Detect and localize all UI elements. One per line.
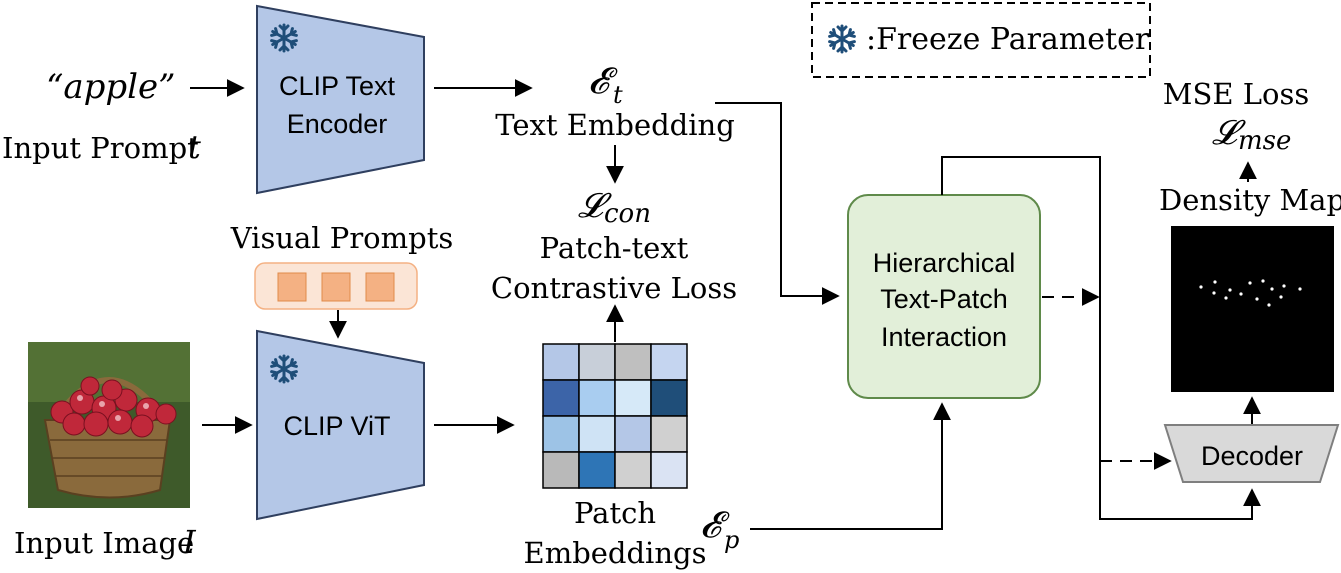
patch-cell xyxy=(578,415,616,453)
patch-cell xyxy=(650,343,688,381)
patch-cell xyxy=(614,451,652,489)
patch-grid xyxy=(542,343,688,489)
arrow-patch-to-interaction xyxy=(750,402,951,530)
patch-cell xyxy=(614,343,652,381)
legend-label: :Freeze Parameter xyxy=(866,22,1150,57)
patch-line2: Embeddings xyxy=(524,536,707,570)
vit-label: CLIP ViT xyxy=(283,411,390,441)
patch-cell xyxy=(650,415,688,453)
encoder-line1: CLIP Text xyxy=(279,71,396,101)
visual-prompt-token xyxy=(365,272,395,302)
patch-cell xyxy=(614,415,652,453)
patch-sub: p xyxy=(724,526,739,554)
patch-cell xyxy=(542,343,580,381)
patch-cell xyxy=(650,451,688,489)
arrow-text-to-interaction xyxy=(715,102,840,305)
density-label: Density Map xyxy=(1159,183,1341,217)
patch-cell xyxy=(542,451,580,489)
patch-cell xyxy=(542,379,580,417)
input-image-symbol: I xyxy=(182,523,197,561)
text-embedding-label: Text Embedding xyxy=(495,108,735,142)
clip-text-encoder: CLIP Text Encoder xyxy=(256,4,425,195)
patch-cell xyxy=(542,415,580,453)
visual-prompt-token xyxy=(321,272,351,302)
con-loss-sub: con xyxy=(604,199,651,229)
arrow-interaction-to-decoder xyxy=(941,156,1261,520)
mse-label: MSE Loss xyxy=(1163,77,1309,111)
input-prompt: “apple” Input Prompt t xyxy=(2,67,201,166)
patch-cell xyxy=(578,451,616,489)
visual-prompts-label: Visual Prompts xyxy=(230,221,453,255)
density-map: Density Map xyxy=(1159,183,1341,392)
contrastive-loss: 𝓛 con Patch-text Contrastive Loss xyxy=(491,186,737,305)
con-loss-line2: Contrastive Loss xyxy=(491,271,737,305)
decoder-label: Decoder xyxy=(1201,441,1303,471)
legend-box: :Freeze Parameter xyxy=(811,2,1151,78)
hierarchical-interaction: Hierarchical Text-Patch Interaction xyxy=(847,194,1041,399)
prompt-word: “apple” xyxy=(46,67,176,107)
visual-prompts: Visual Prompts xyxy=(230,221,453,310)
mse-sub: mse xyxy=(1238,126,1291,156)
con-loss-line1: Patch-text xyxy=(540,231,689,265)
mse-loss: MSE Loss 𝓛 mse xyxy=(1163,77,1309,156)
patch-cell xyxy=(614,379,652,417)
text-embedding: 𝓔 t Text Embedding xyxy=(495,61,735,142)
clip-vit: CLIP ViT xyxy=(256,329,425,521)
decoder: Decoder xyxy=(1163,424,1340,483)
visual-prompt-token xyxy=(277,272,307,302)
interaction-line2: Text-Patch xyxy=(880,284,1008,314)
text-embedding-sub: t xyxy=(613,81,623,109)
interaction-line3: Interaction xyxy=(881,322,1007,352)
interaction-line1: Hierarchical xyxy=(873,248,1016,278)
patch-cell xyxy=(578,343,616,381)
patch-cell xyxy=(578,379,616,417)
patch-embeddings: Patch Embeddings 𝓔 p xyxy=(524,496,740,570)
encoder-line2: Encoder xyxy=(287,109,388,139)
patch-line1: Patch xyxy=(574,496,656,530)
prompt-label: Input Prompt xyxy=(2,131,199,165)
prompt-symbol: t xyxy=(188,128,201,166)
input-image-label: Input Image xyxy=(14,526,194,560)
patch-cell xyxy=(650,379,688,417)
input-image: Input Image I xyxy=(14,342,197,561)
